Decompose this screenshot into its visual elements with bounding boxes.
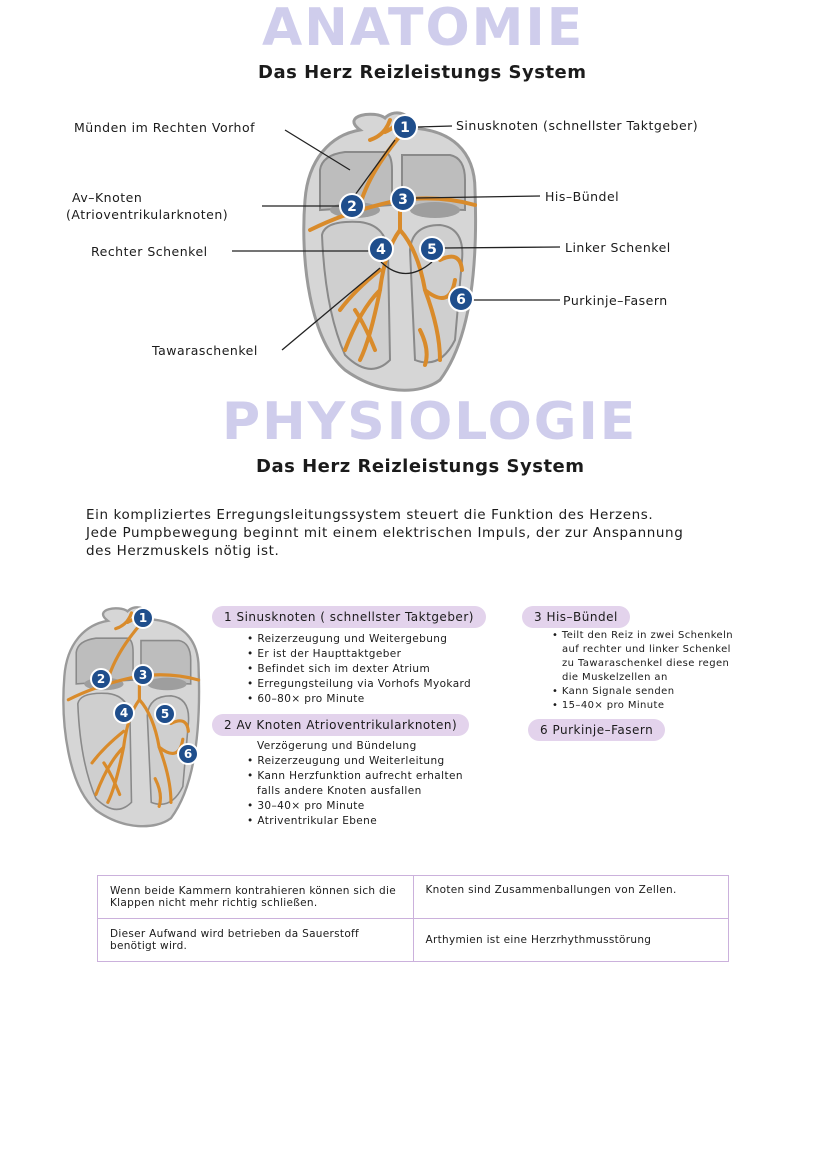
label-av-knoten: Av–Knoten [72, 190, 143, 205]
intro-line: Jede Pumpbewegung beginnt mit einem elek… [86, 525, 684, 541]
list-item: Reizerzeugung und Weiterleitung [247, 754, 463, 769]
badge-2 [339, 193, 365, 219]
physiology-badges: 1 2 3 4 5 6 [90, 607, 199, 765]
table-cell: Arthymien ist eine Herzrhythmusstörung [412, 918, 729, 962]
list-item: falls andere Knoten ausfallen [257, 785, 422, 797]
list-item: Kann Herzfunktion aufrecht erhalten [247, 769, 463, 784]
pbadge-2: 2 [97, 672, 105, 686]
list-item: Er ist der Haupttaktgeber [247, 647, 471, 662]
list-item: Erregungsteilung via Vorhofs Myokard [247, 677, 471, 692]
list-item: 30–40× pro Minute [247, 799, 463, 814]
physiologie-banner: PHYSIOLOGIE [222, 392, 638, 452]
notes-table: Wenn beide Kammern kontrahieren können s… [97, 875, 729, 962]
badge-3 [390, 186, 416, 212]
badge-1-label: 1 [400, 120, 410, 136]
label-munden: Münden im Rechten Vorhof [74, 120, 255, 135]
badge-4 [368, 236, 394, 262]
table-cell: Dieser Aufwand wird betrieben da Sauerst… [97, 918, 414, 962]
label-rechter-schenkel: Rechter Schenkel [91, 244, 208, 259]
pbadge-1: 1 [139, 611, 147, 625]
anatomy-badges [339, 114, 474, 312]
sinusknoten-list: Reizerzeugung und Weitergebung Er ist de… [247, 632, 471, 707]
anatomie-banner: ANATOMIE [262, 0, 585, 58]
table-row: Dieser Aufwand wird betrieben da Sauerst… [97, 918, 729, 962]
table-row: Wenn beide Kammern kontrahieren können s… [97, 875, 729, 919]
list-item: Verzögerung und Bündelung [257, 740, 417, 752]
list-item: Reizerzeugung und Weitergebung [247, 632, 471, 647]
section-heading-purkinje: 6 Purkinje–Fasern [528, 719, 666, 741]
label-linker-schenkel: Linker Schenkel [565, 240, 671, 255]
list-item: 15–40× pro Minute [552, 699, 733, 713]
section-heading-his-bundel: 3 His–Bündel [522, 606, 630, 628]
section-heading-sinusknoten: 1 Sinusknoten ( schnellster Taktgeber) [212, 606, 486, 628]
list-item: Atriventrikular Ebene [247, 814, 463, 829]
badge-5-label: 5 [427, 242, 437, 258]
table-cell: Wenn beide Kammern kontrahieren können s… [97, 875, 414, 919]
pbadge-4: 4 [120, 706, 128, 720]
intro-line: des Herzmuskels nötig ist. [86, 543, 280, 559]
list-item: auf rechter und linker Schenkel [562, 644, 731, 655]
list-item: 60–80× pro Minute [247, 692, 471, 707]
table-cell: Knoten sind Zusammenballungen von Zellen… [412, 875, 729, 919]
list-item: Kann Signale senden [552, 685, 733, 699]
list-item: die Muskelzellen an [562, 672, 668, 683]
badge-2-label: 2 [347, 199, 357, 215]
list-item: Befindet sich im dexter Atrium [247, 662, 471, 677]
list-item: zu Tawaraschenkel diese regen [562, 658, 730, 669]
section-heading-av-knoten: 2 Av Knoten Atrioventrikularknoten) [212, 714, 470, 736]
badge-3-label: 3 [398, 192, 408, 208]
list-item: Teilt den Reiz in zwei Schenkeln [552, 629, 733, 643]
intro-paragraph: Ein kompliziertes Erregungsleitungssyste… [86, 506, 683, 560]
intro-line: Ein kompliziertes Erregungsleitungssyste… [86, 507, 654, 523]
badge-5 [419, 236, 445, 262]
pbadge-5: 5 [161, 707, 169, 721]
pbadge-3: 3 [139, 668, 147, 682]
his-bundel-list: Teilt den Reiz in zwei Schenkeln auf rec… [552, 629, 733, 713]
label-tawaraschenkel: Tawaraschenkel [152, 343, 258, 358]
av-knoten-list: Verzögerung und Bündelung Reizerzeugung … [247, 739, 463, 829]
label-sinusknoten: Sinusknoten (schnellster Taktgeber) [456, 118, 699, 133]
label-purkinje: Purkinje–Fasern [563, 293, 668, 308]
label-av-knoten-full: (Atrioventrikularknoten) [66, 207, 229, 222]
physiologie-subtitle: Das Herz Reizleistungs System [256, 456, 585, 477]
label-his-bundel: His–Bündel [545, 189, 620, 204]
badge-6-label: 6 [456, 292, 466, 308]
badge-1 [392, 114, 418, 140]
badge-4-label: 4 [376, 242, 386, 258]
badge-6 [448, 286, 474, 312]
leader-lines: 1 2 3 4 5 6 [232, 114, 561, 351]
pbadge-6: 6 [184, 747, 192, 761]
anatomie-subtitle: Das Herz Reizleistungs System [258, 62, 587, 83]
